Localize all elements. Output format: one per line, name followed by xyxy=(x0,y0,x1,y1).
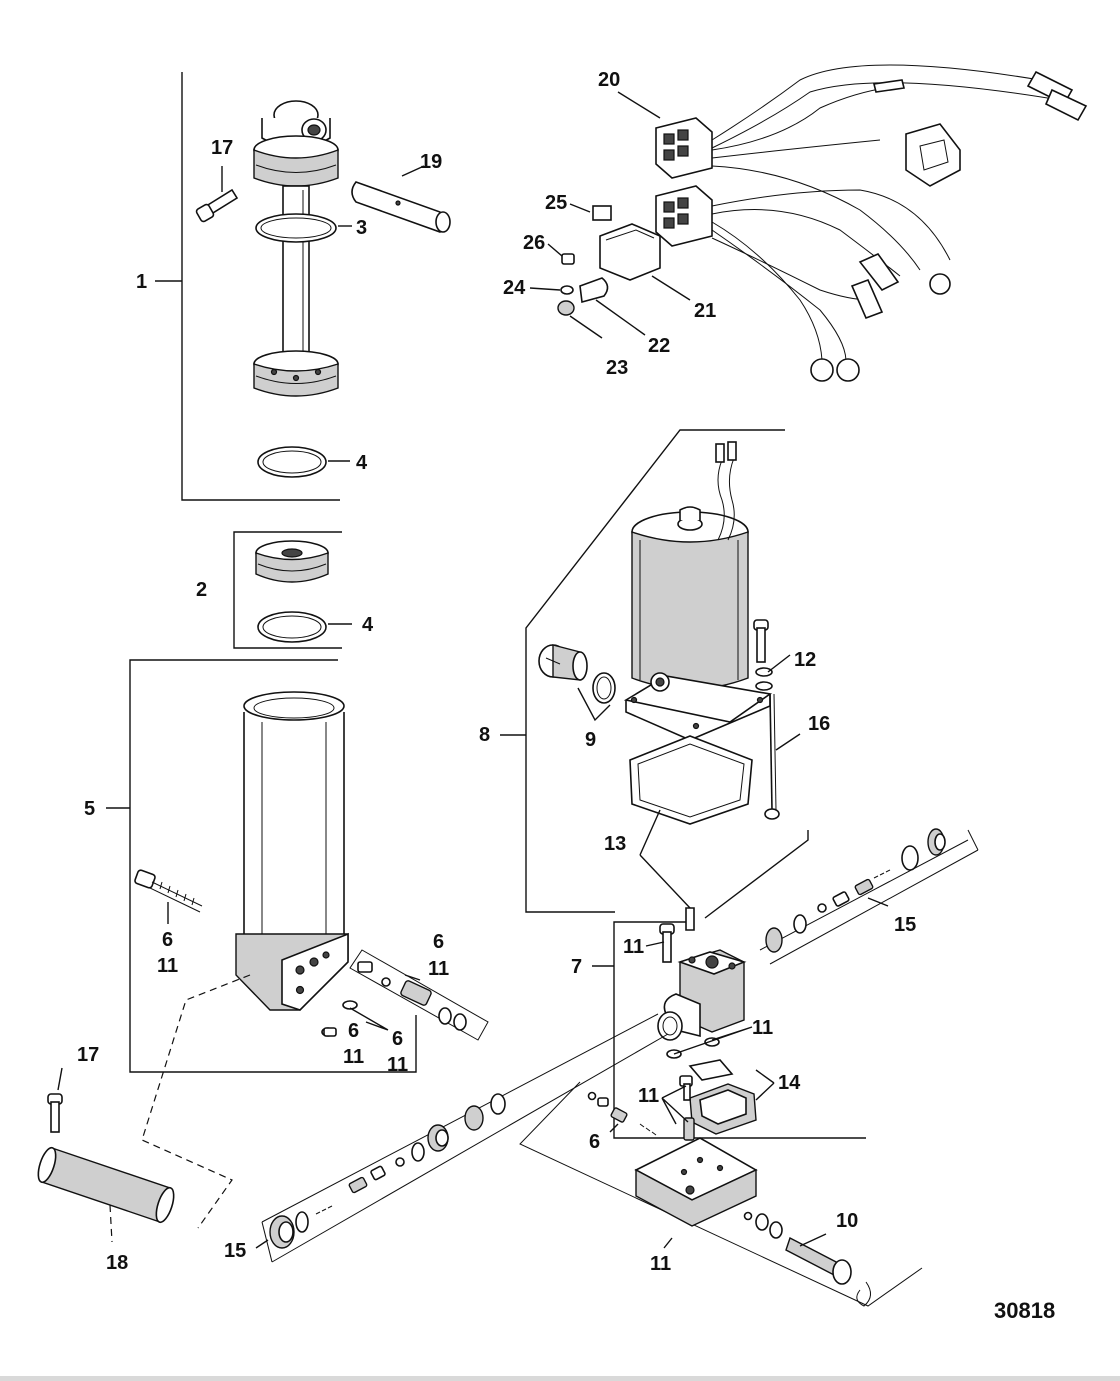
callout-17-lower: 17 xyxy=(77,1044,99,1066)
callout-25: 25 xyxy=(545,192,567,214)
wire-harness-group xyxy=(529,64,1088,382)
o-ring-3 xyxy=(255,213,337,243)
group-8-bracket xyxy=(525,429,785,913)
valve-10 xyxy=(785,1237,841,1277)
piston-group-2 xyxy=(233,531,352,649)
cylinder-body xyxy=(243,712,345,941)
callout-13: 13 xyxy=(604,833,626,855)
trim-ram-group xyxy=(155,72,451,501)
callout-6-plate: 6 xyxy=(589,1131,600,1153)
callout-1: 1 xyxy=(136,271,147,293)
callout-6-plug: 6 xyxy=(348,1020,359,1042)
callout-17-upper: 17 xyxy=(211,137,233,159)
pin-19 xyxy=(351,181,451,233)
relay-21 xyxy=(599,223,661,281)
callout-11-cover-screws: 11 xyxy=(638,1085,659,1107)
callout-labels: 1 2 3 4 4 5 6 11 6 11 6 11 6 11 6 7 8 9 … xyxy=(77,69,1055,1323)
footer-strip xyxy=(0,1376,1120,1381)
group-1-bracket xyxy=(181,72,340,501)
label-25 xyxy=(592,205,612,221)
group-7-bracket xyxy=(613,921,866,1139)
bolt-17-upper xyxy=(195,188,239,223)
group-2-bracket xyxy=(233,531,342,649)
harness-connector xyxy=(905,123,961,187)
callout-24: 24 xyxy=(503,277,526,299)
cylinder-group-5 xyxy=(106,659,489,1073)
figure-number: 30818 xyxy=(994,1298,1055,1323)
long-bolt-6 xyxy=(134,869,203,913)
callout-6-stack: 6 xyxy=(433,931,444,953)
callout-8: 8 xyxy=(479,724,490,746)
callout-15-upper: 15 xyxy=(894,914,916,936)
pump-motor-group-8 xyxy=(500,429,809,931)
gasket-13 xyxy=(629,735,753,825)
callout-20: 20 xyxy=(598,69,620,91)
valve-stack-15-lower xyxy=(255,1013,669,1263)
callout-4-lower: 4 xyxy=(362,614,374,636)
callout-11-pump-bolt: 11 xyxy=(623,936,644,958)
callout-3: 3 xyxy=(356,217,367,239)
callout-19: 19 xyxy=(420,151,442,173)
callout-14: 14 xyxy=(778,1072,801,1094)
callout-7: 7 xyxy=(571,956,582,978)
callout-16: 16 xyxy=(808,713,830,735)
bottom-plate-group xyxy=(519,1081,923,1307)
callout-12: 12 xyxy=(794,649,816,671)
callout-18: 18 xyxy=(106,1252,128,1274)
ground-strap-16 xyxy=(764,693,780,820)
callout-11-pump-orings: 11 xyxy=(752,1017,773,1039)
fill-plug-9 xyxy=(538,644,616,704)
callout-4-upper: 4 xyxy=(356,452,368,474)
manifold-valve-stack xyxy=(349,949,489,1041)
callout-26: 26 xyxy=(523,232,545,254)
callout-6-bolt: 6 xyxy=(162,929,173,951)
callout-23: 23 xyxy=(606,357,628,379)
callout-9: 9 xyxy=(585,729,596,751)
callout-11-stack: 11 xyxy=(428,958,449,980)
callout-15-lower: 15 xyxy=(224,1240,246,1262)
callout-21: 21 xyxy=(694,300,716,322)
screw-12 xyxy=(753,619,773,691)
callout-22: 22 xyxy=(648,335,670,357)
pin-18 xyxy=(37,1146,175,1224)
callout-6-orings: 6 xyxy=(392,1028,403,1050)
ram-rod xyxy=(282,185,310,363)
bracket-22 xyxy=(579,277,609,304)
o-ring-4-lower xyxy=(257,611,327,643)
callout-10: 10 xyxy=(836,1210,858,1232)
callout-11-orings: 11 xyxy=(387,1054,408,1076)
callout-11-plate: 11 xyxy=(650,1253,671,1275)
o-ring-4-upper xyxy=(257,446,327,478)
bolt-17-lower xyxy=(47,1093,63,1133)
callout-5: 5 xyxy=(84,798,95,820)
group-5-bracket xyxy=(129,659,417,1073)
callout-11-bolt: 11 xyxy=(157,955,178,977)
pump-motor xyxy=(631,531,749,690)
callout-2: 2 xyxy=(196,579,207,601)
pump-body-group-7 xyxy=(592,828,979,1141)
callout-11-plug: 11 xyxy=(343,1046,364,1068)
